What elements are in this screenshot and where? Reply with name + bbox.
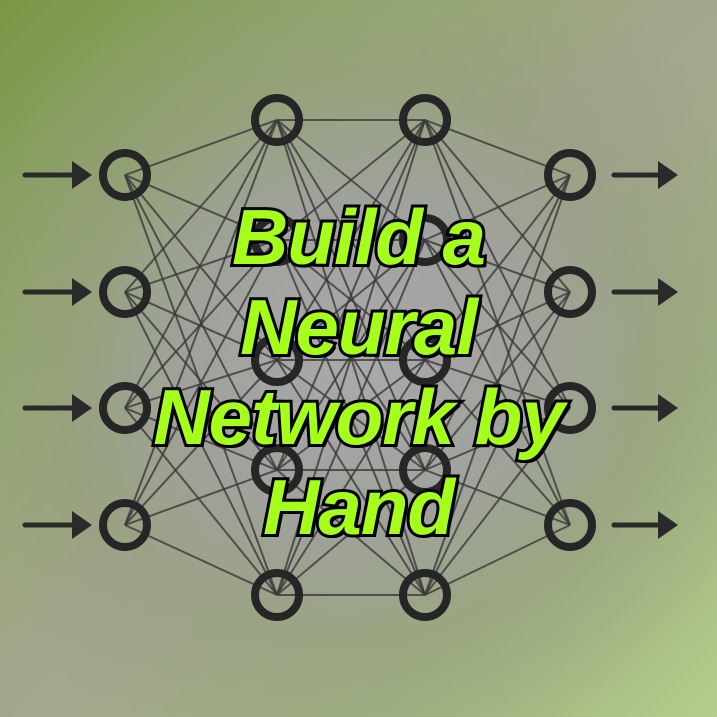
- network-edge: [124, 119, 278, 293]
- output-arrow-icon: [611, 394, 678, 422]
- network-node: [544, 149, 596, 201]
- network-node: [251, 214, 303, 266]
- input-arrow-icon: [22, 278, 92, 306]
- network-node: [544, 266, 596, 318]
- network-node: [399, 94, 451, 146]
- network-edge: [124, 524, 278, 596]
- network-node: [99, 499, 151, 551]
- network-node: [99, 266, 151, 318]
- network-edge: [276, 359, 426, 596]
- network-edge: [424, 119, 571, 293]
- network-edge: [424, 174, 571, 241]
- network-edge: [424, 407, 571, 471]
- network-edge: [424, 174, 571, 471]
- network-node: [544, 382, 596, 434]
- network-nodes: [99, 94, 596, 621]
- network-edge: [124, 174, 278, 361]
- thumbnail-title: Build a Neural Network by Hand: [0, 190, 717, 554]
- network-edge: [276, 119, 426, 471]
- network-edge: [124, 239, 278, 526]
- network-arrows: [22, 161, 678, 539]
- network-node: [399, 444, 451, 496]
- network-edge: [424, 174, 571, 361]
- network-edge: [424, 119, 571, 409]
- network-edge: [276, 469, 426, 596]
- network-edge: [124, 119, 278, 526]
- network-node: [251, 569, 303, 621]
- input-arrow-icon: [22, 394, 92, 422]
- network-edge: [124, 119, 278, 176]
- network-edge: [424, 291, 571, 471]
- input-arrow-icon: [22, 511, 92, 539]
- network-edge: [276, 119, 426, 241]
- network-edge: [424, 291, 571, 596]
- network-node: [99, 382, 151, 434]
- network-node: [251, 444, 303, 496]
- network-edge: [424, 291, 571, 361]
- title-line-2: Neural: [237, 280, 481, 374]
- network-edge: [124, 291, 278, 361]
- network-node: [399, 214, 451, 266]
- network-node: [399, 334, 451, 386]
- network-edge: [124, 359, 278, 526]
- network-edge: [424, 407, 571, 596]
- network-edge: [124, 469, 278, 526]
- network-edge: [124, 407, 278, 471]
- network-edge: [424, 524, 571, 596]
- network-node: [251, 334, 303, 386]
- output-arrow-icon: [611, 278, 678, 306]
- network-edge: [276, 239, 426, 596]
- title-line-1: Build a: [229, 190, 489, 284]
- network-edge: [124, 407, 278, 596]
- network-edge: [276, 119, 426, 596]
- network-edge: [124, 119, 278, 409]
- output-arrow-icon: [611, 511, 678, 539]
- output-arrow-icon: [611, 161, 678, 189]
- title-line-4: Hand: [260, 460, 458, 554]
- input-arrow-icon: [22, 161, 92, 189]
- network-node: [251, 94, 303, 146]
- network-edge: [424, 174, 571, 596]
- network-node: [544, 499, 596, 551]
- title-line-3: Network by: [150, 370, 567, 464]
- network-edge: [276, 239, 426, 361]
- network-node: [99, 149, 151, 201]
- network-edge: [276, 119, 426, 361]
- network-node: [399, 569, 451, 621]
